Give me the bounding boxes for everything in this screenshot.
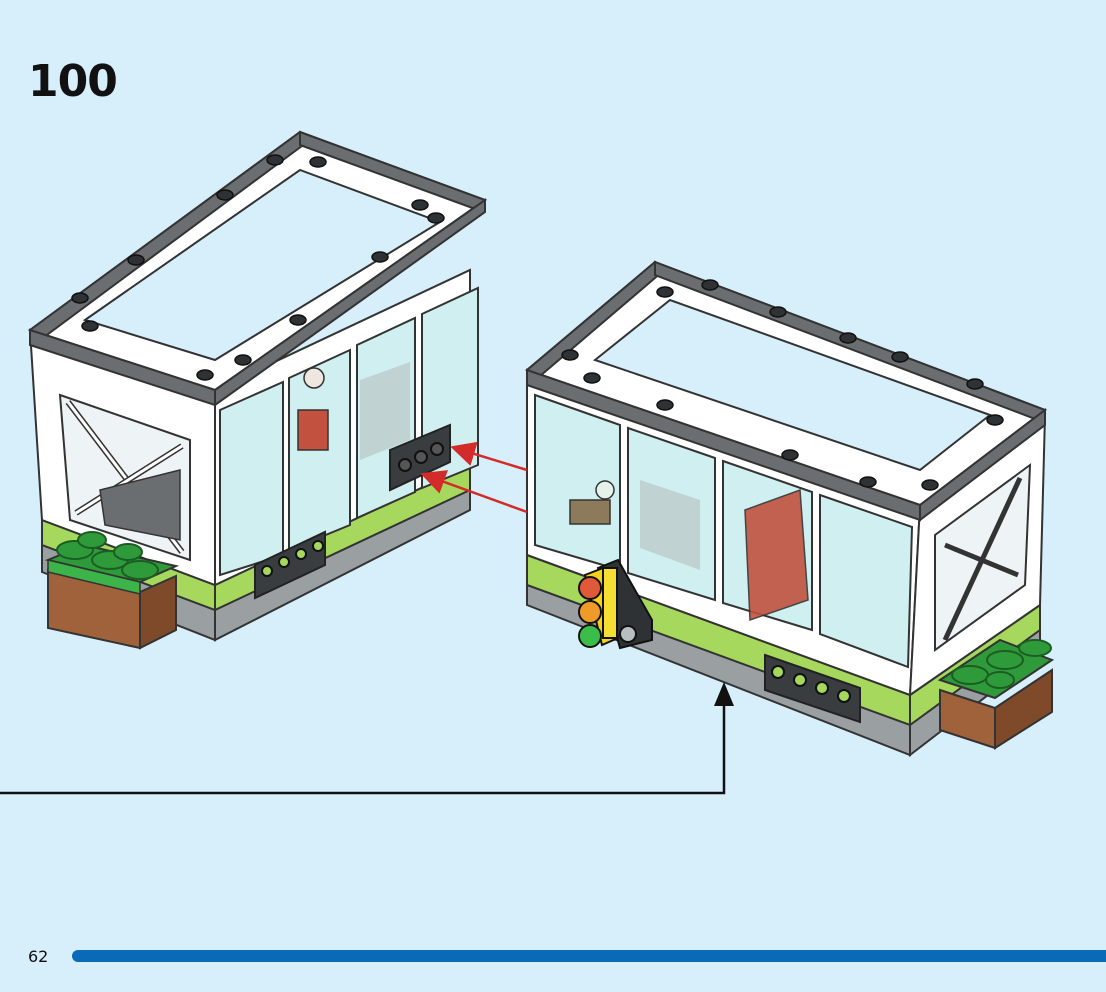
- page-number: 62: [28, 947, 48, 966]
- callout-arrow: [0, 682, 734, 793]
- page-progress-bar: [72, 950, 1106, 962]
